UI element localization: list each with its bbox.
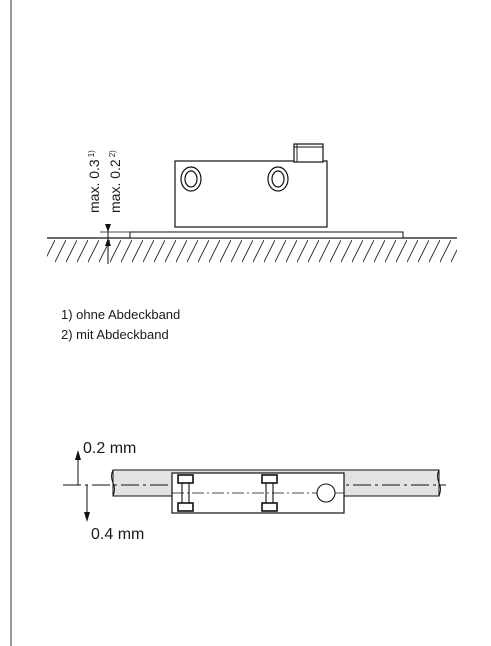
mounting-hole	[271, 170, 285, 188]
cover-tape-strip	[129, 231, 404, 239]
screw-head	[177, 502, 194, 512]
dimension-arrow	[105, 238, 111, 246]
sensor-body	[174, 160, 328, 228]
tape-break-left	[111, 469, 115, 497]
offset-arrow-up-head	[75, 450, 81, 460]
ground-hatch	[47, 238, 457, 278]
dimension-arrow	[105, 224, 111, 232]
side-view: max. 0.31) max. 0.22)	[47, 143, 457, 278]
screw-head	[261, 502, 278, 512]
legend-note-2: 2) mit Abdeckband	[61, 327, 169, 342]
dimension-label-max-03: max. 0.31)	[86, 150, 102, 213]
tape-break-right	[437, 469, 441, 497]
mounting-hole	[184, 170, 198, 188]
screw-head	[261, 474, 278, 484]
top-view: 0.2 mm 0.4 mm	[63, 440, 446, 543]
legend-note-1: 1) ohne Abdeckband	[61, 307, 181, 322]
dimension-label-max-02: max. 0.22)	[107, 150, 123, 213]
offset-arrow-down-head	[84, 512, 90, 522]
sensor-marker-circle	[316, 483, 336, 503]
screw-head	[177, 474, 194, 484]
connector-housing	[293, 143, 324, 163]
offset-label-up: 0.2 mm	[83, 440, 136, 457]
offset-label-down: 0.4 mm	[91, 526, 144, 543]
